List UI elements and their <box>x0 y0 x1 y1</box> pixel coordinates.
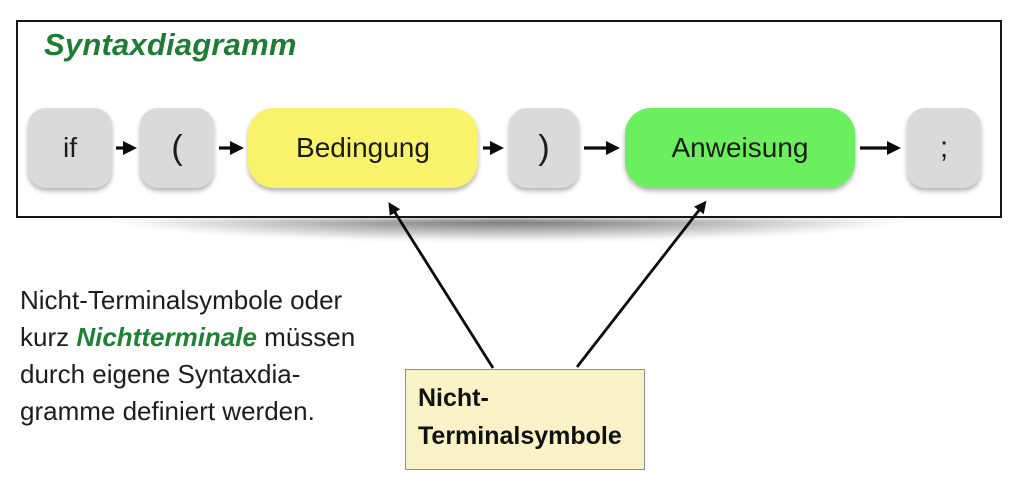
terminal-node-semicolon: ; <box>907 108 981 188</box>
explanation-line: kurz Nichtterminale müssen <box>20 322 356 352</box>
node-label: Anweisung <box>671 132 809 163</box>
node-label: Bedingung <box>296 132 430 163</box>
node-label: ; <box>939 131 949 164</box>
terminal-node-if: if <box>28 108 112 188</box>
callout-line: Terminalsymbole <box>418 422 622 450</box>
nonterminal-callout-box: Nicht- Terminalsymbole <box>405 369 645 470</box>
nonterminal-node-bedingung: Bedingung <box>248 108 478 188</box>
panel-drop-shadow <box>22 219 994 245</box>
callout-line: Nicht- <box>418 384 489 412</box>
nonterminal-node-anweisung: Anweisung <box>625 108 855 188</box>
explanation-line: durch eigene Syntaxdia- <box>20 359 301 389</box>
node-label: if <box>63 132 77 163</box>
node-label: ( <box>171 128 183 167</box>
highlighted-term: Nichtterminale <box>76 322 257 352</box>
terminal-node-close-paren: ) <box>509 108 579 188</box>
explanation-text: Nicht-Terminalsymbole oder kurz Nichtter… <box>20 282 390 430</box>
terminal-node-open-paren: ( <box>140 108 214 188</box>
panel-title: Syntaxdiagramm <box>44 27 297 62</box>
explanation-line: Nicht-Terminalsymbole oder <box>20 285 343 315</box>
explanation-line: gramme definiert werden. <box>20 396 315 426</box>
node-label: ) <box>538 128 550 167</box>
